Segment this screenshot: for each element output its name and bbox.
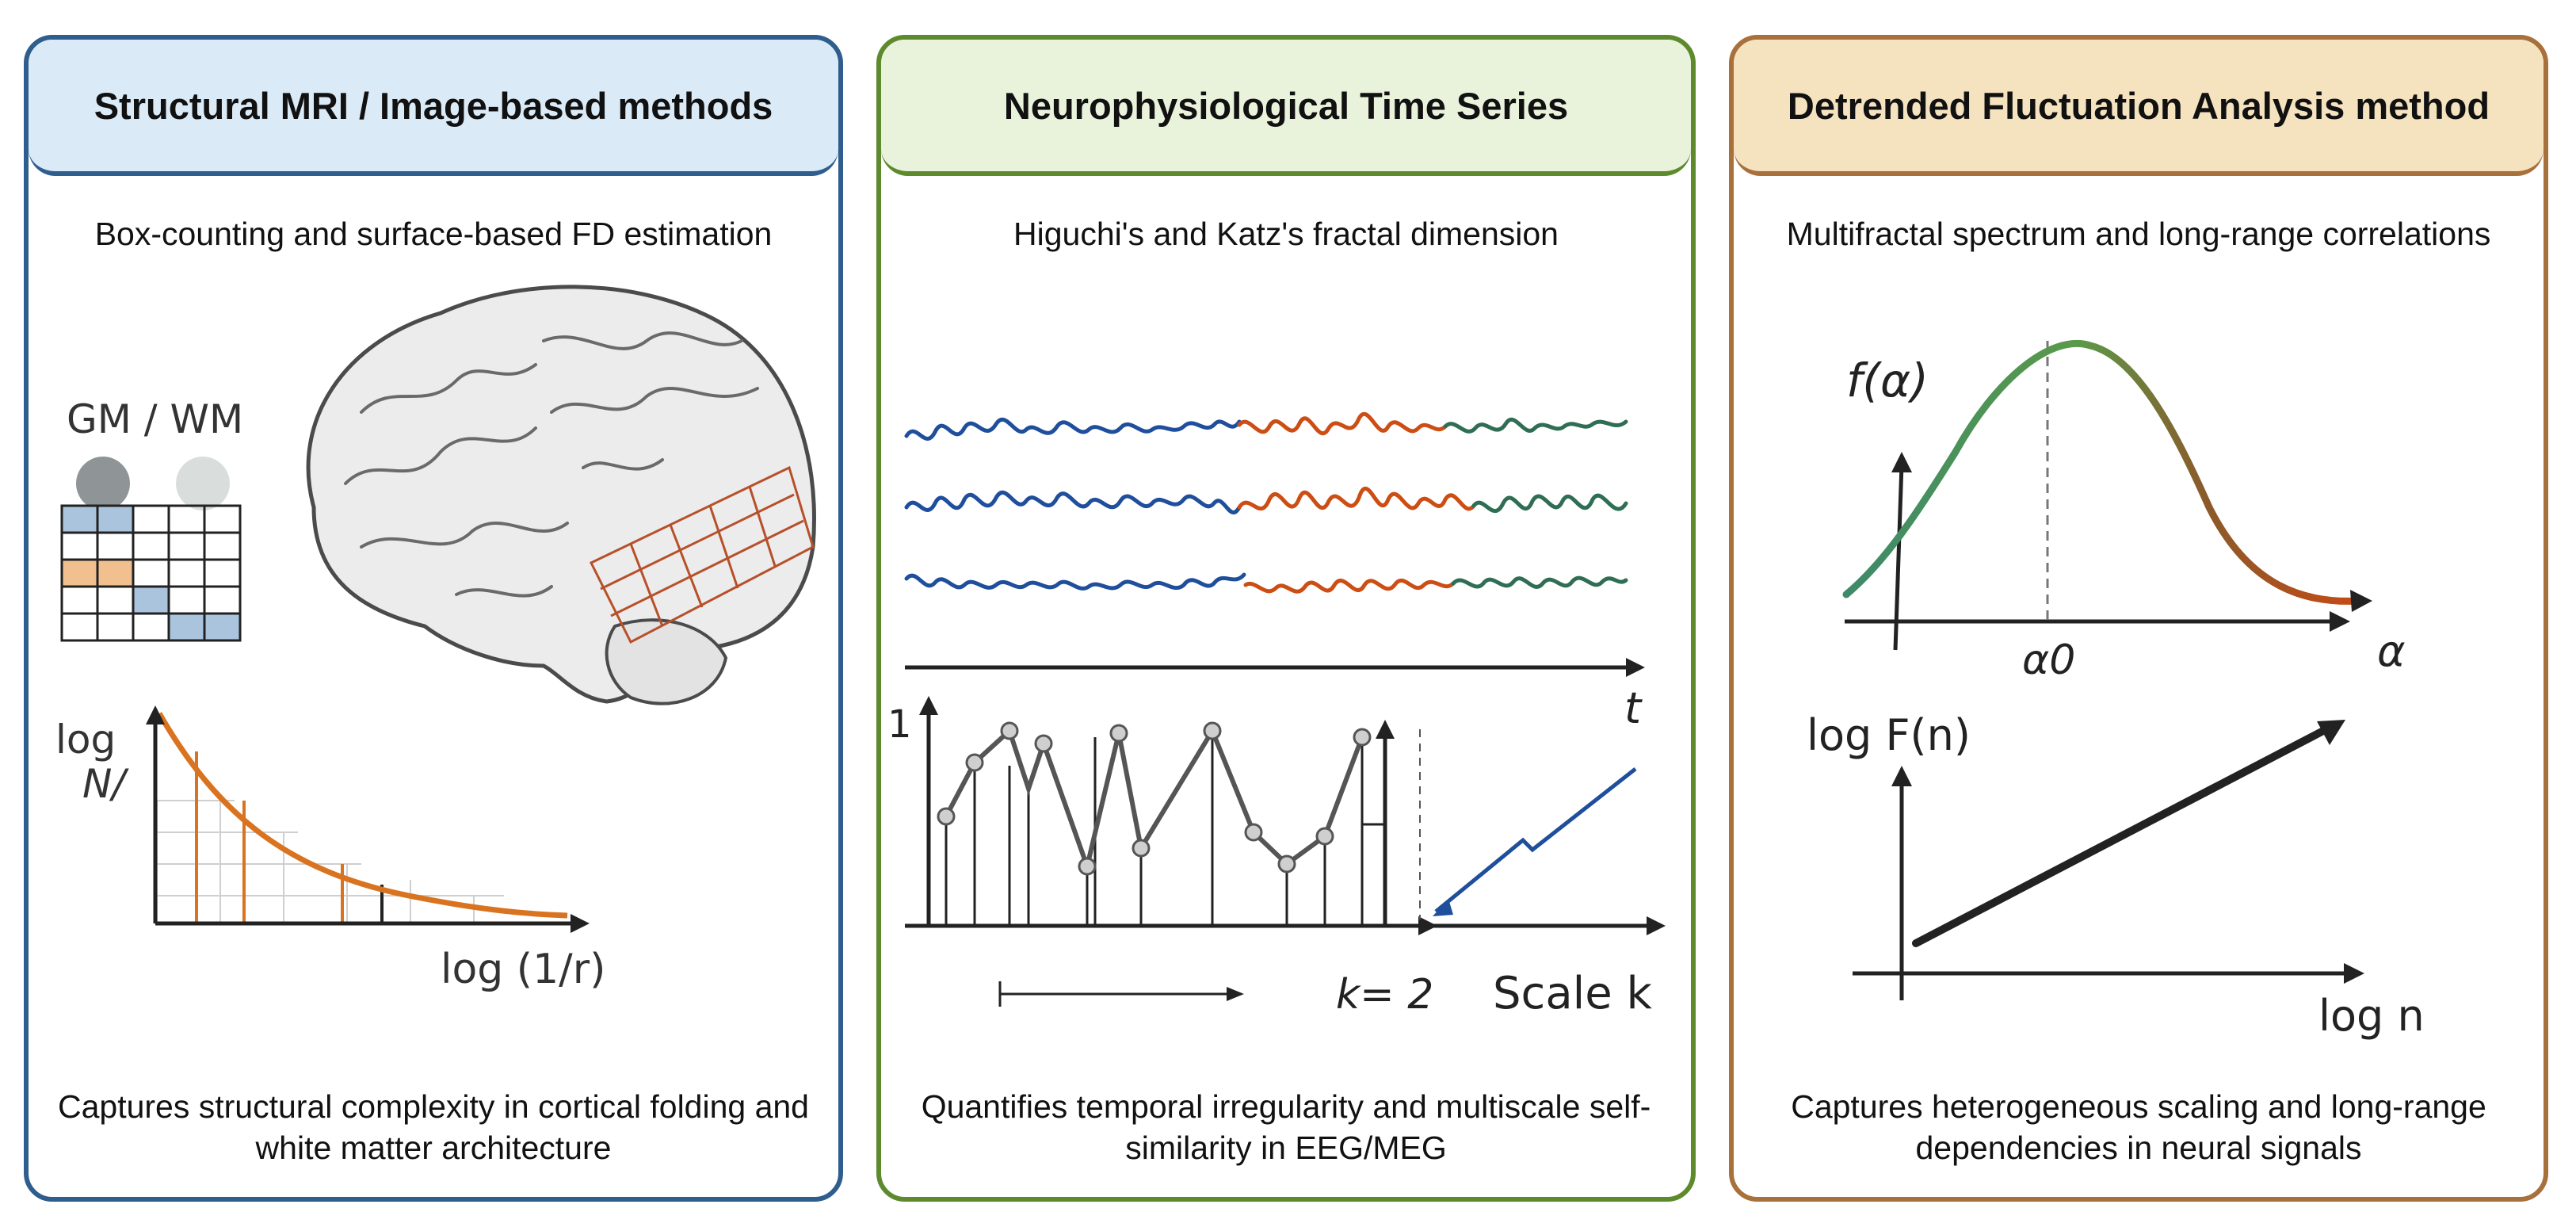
- time-series-figure: t 1: [887, 411, 1666, 1019]
- box-counting-plot: log N/ log (1/r): [55, 705, 605, 993]
- voxel-grid: [60, 504, 242, 642]
- gm-dot-icon: [76, 457, 130, 510]
- higuchi-plot: 1: [887, 696, 1437, 1019]
- panel-structural-mri: Structural MRI / Image-based methods Box…: [24, 35, 843, 1202]
- scale-k-label: Scale k: [1493, 968, 1652, 1019]
- panel-title: Detrended Fluctuation Analysis method: [1734, 40, 2544, 176]
- eeg-waveforms: [904, 411, 1628, 594]
- box-counting-figure: GM / WM: [55, 285, 816, 993]
- multifractal-spectrum-plot: f(α) α0 α: [1842, 339, 2406, 684]
- f-alpha-label: f(α): [1846, 354, 1929, 407]
- time-axis-label: t: [1624, 683, 1643, 733]
- tick-1: 1: [887, 702, 912, 747]
- wm-dot-icon: [176, 457, 230, 510]
- panel-dfa: Detrended Fluctuation Analysis method Mu…: [1729, 35, 2548, 1202]
- x-axis-label: log (1/r): [441, 946, 605, 993]
- panel-footer: Quantifies temporal irregularity and mul…: [921, 1088, 1651, 1166]
- panel-subtitle: Multifractal spectrum and long-range cor…: [1786, 216, 2491, 252]
- alpha-label: α: [2377, 626, 2406, 676]
- gm-wm-label: GM / WM: [67, 396, 243, 442]
- panel-time-series: Neurophysiological Time Series Higuchi's…: [876, 35, 1696, 1202]
- brain-illustration: [306, 285, 816, 705]
- k-label: k= 2: [1336, 971, 1433, 1019]
- panel-footer: Captures heterogeneous scaling and long-…: [1791, 1088, 2486, 1166]
- panel-title: Structural MRI / Image-based methods: [29, 40, 838, 176]
- log-F-label: log F(n): [1807, 710, 1971, 760]
- dfa-figure: f(α) α0 α log F(n) log n: [1807, 339, 2425, 1041]
- panel-subtitle: Box-counting and surface-based FD estima…: [94, 216, 773, 252]
- panel-footer: Captures structural complexity in cortic…: [58, 1088, 809, 1166]
- alpha0-label: α0: [2022, 637, 2075, 684]
- dfa-scaling-plot: log F(n) log n: [1807, 710, 2425, 1041]
- y-axis-label: log: [55, 717, 116, 763]
- panel-subtitle: Higuchi's and Katz's fractal dimension: [1013, 216, 1559, 252]
- panel-title: Neurophysiological Time Series: [881, 40, 1691, 176]
- scale-plot: Scale k: [1428, 767, 1666, 1019]
- log-n-label: log n: [2318, 991, 2425, 1041]
- y-axis-label-n: N/: [82, 761, 129, 807]
